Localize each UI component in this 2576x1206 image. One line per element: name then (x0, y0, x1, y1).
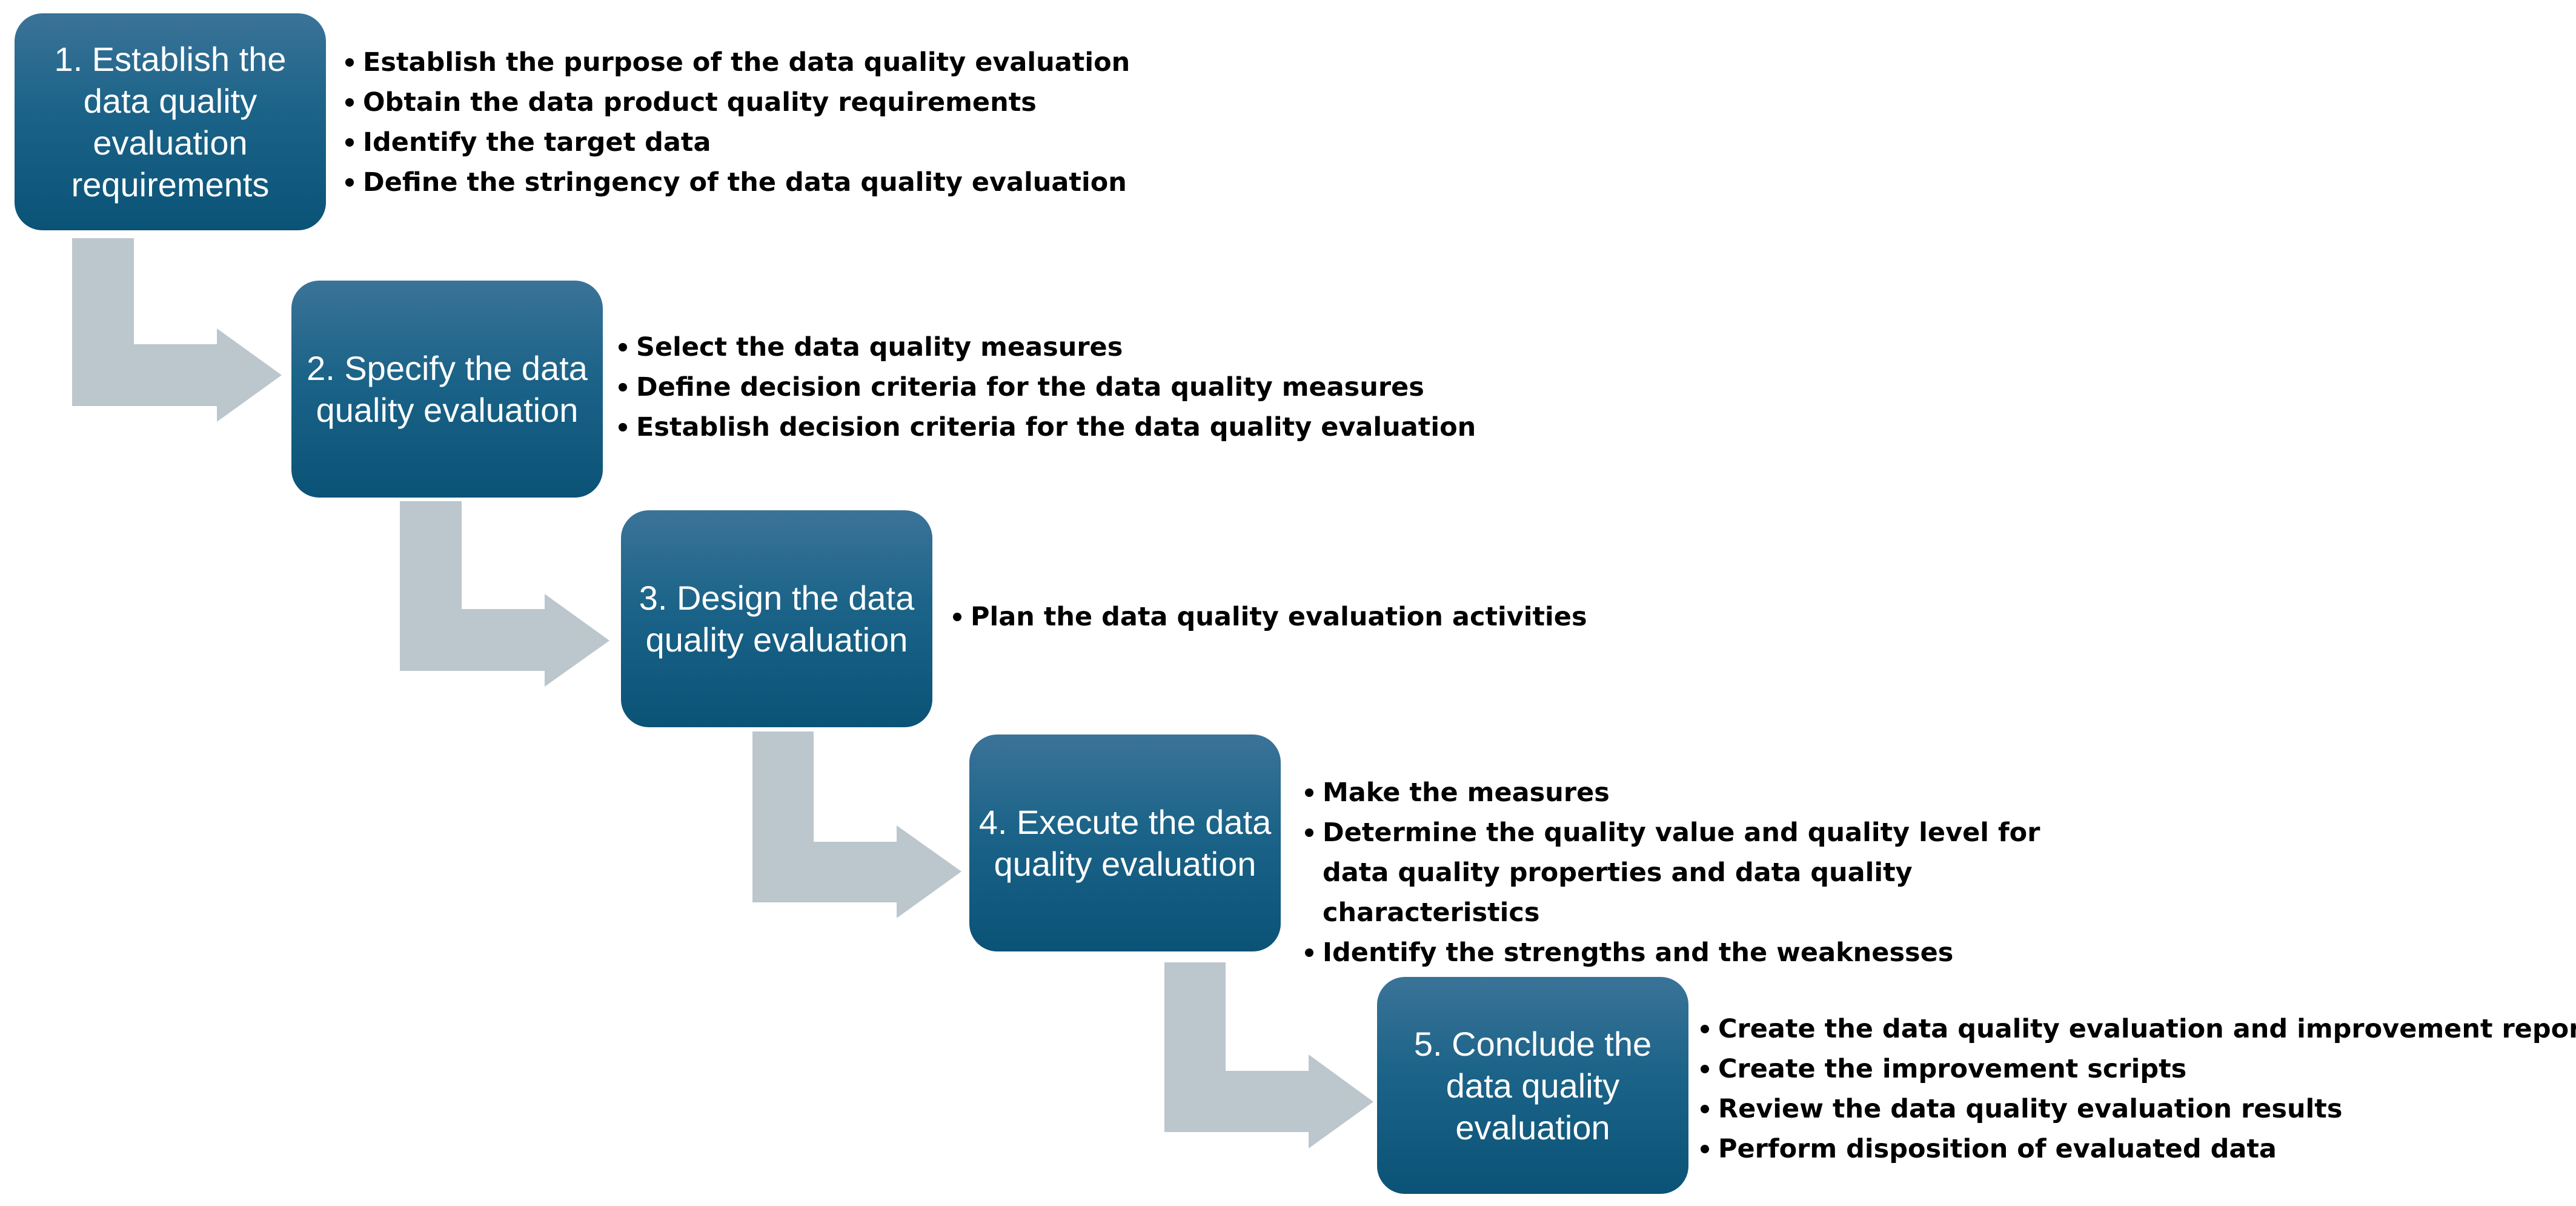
arrow-step1-to-step2 (72, 238, 282, 422)
list-item: Create the improvement scripts (1699, 1049, 2576, 1089)
step-5-title: 5. Conclude the data quality evaluation (1413, 1024, 1652, 1147)
step-2-title: 2. Specify the data quality evaluation (307, 349, 588, 429)
list-item: Create the data quality evaluation and i… (1699, 1009, 2576, 1049)
step-3-box: 3. Design the data quality evaluation (621, 510, 932, 727)
step-1-bullets: Establish the purpose of the data qualit… (344, 42, 1130, 202)
list-item: Make the measures (1303, 773, 2091, 813)
list-item: Identify the target data (344, 122, 1130, 162)
arrow-step3-to-step4 (752, 731, 961, 918)
step-5-box: 5. Conclude the data quality evaluation (1377, 977, 1688, 1194)
list-item: Obtain the data product quality requirem… (344, 82, 1130, 122)
list-item: Establish decision criteria for the data… (617, 407, 1476, 447)
list-item: Perform disposition of evaluated data (1699, 1129, 2576, 1169)
list-item: Establish the purpose of the data qualit… (344, 42, 1130, 82)
list-item: Determine the quality value and quality … (1303, 813, 2091, 933)
step-2-bullets: Select the data quality measures Define … (617, 327, 1476, 447)
arrow-step4-to-step5 (1164, 962, 1373, 1148)
step-3-title: 3. Design the data quality evaluation (639, 579, 915, 659)
step-4-bullets: Make the measures Determine the quality … (1303, 773, 2091, 973)
step-1-box: 1. Establish the data quality evaluation… (15, 13, 326, 230)
step-1-title: 1. Establish the data quality evaluation… (54, 40, 287, 204)
list-item: Identify the strengths and the weaknesse… (1303, 933, 2091, 973)
step-4-title: 4. Execute the data quality evaluation (978, 803, 1272, 883)
step-2-box: 2. Specify the data quality evaluation (291, 281, 603, 498)
step-4-box: 4. Execute the data quality evaluation (969, 735, 1281, 951)
list-item: Define decision criteria for the data qu… (617, 367, 1476, 407)
list-item: Select the data quality measures (617, 327, 1476, 367)
list-item: Review the data quality evaluation resul… (1699, 1089, 2576, 1129)
arrow-step2-to-step3 (400, 501, 609, 687)
list-item: Plan the data quality evaluation activit… (951, 597, 1587, 637)
step-5-bullets: Create the data quality evaluation and i… (1699, 1009, 2576, 1169)
list-item: Define the stringency of the data qualit… (344, 162, 1130, 202)
step-3-bullets: Plan the data quality evaluation activit… (951, 597, 1587, 637)
